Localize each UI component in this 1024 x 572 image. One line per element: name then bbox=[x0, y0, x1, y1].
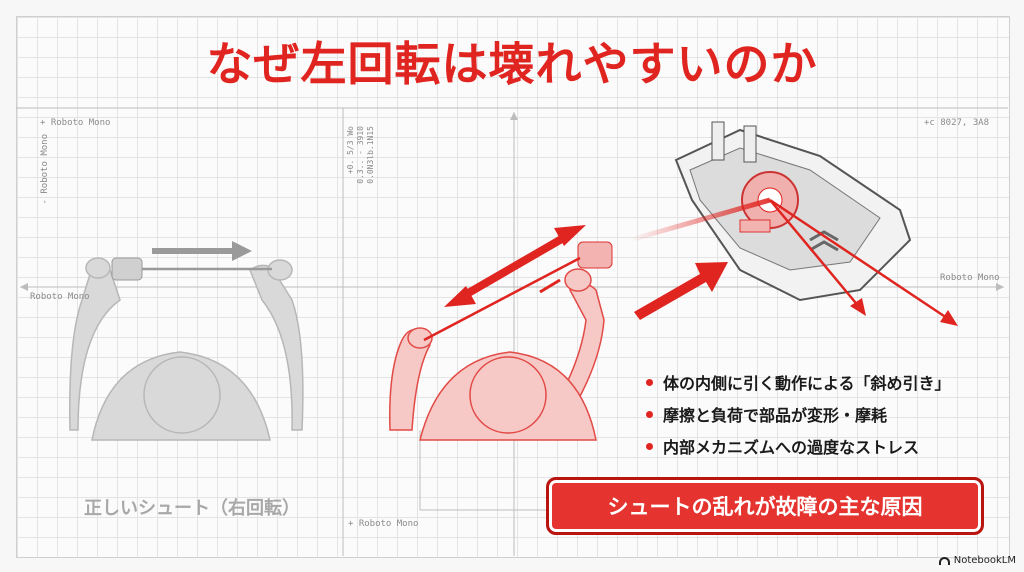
roboto-label-vertical: - Roboto Mono bbox=[40, 134, 50, 205]
diagonal-pull-figure bbox=[389, 268, 605, 441]
branding-label: NotebookLM bbox=[953, 555, 1016, 566]
list-item: 内部メカニズムへの過度なストレス bbox=[646, 430, 951, 462]
bullet-dot-icon bbox=[646, 442, 653, 450]
page-title: なぜ左回転は壊れやすいのか bbox=[206, 37, 818, 91]
branding: NotebookLM bbox=[938, 555, 1016, 566]
cause-list: 体の内側に引く動作による「斜め引き」 摩擦と負荷で部品が変形・摩耗 内部メカニズ… bbox=[646, 366, 951, 462]
roboto-label-bottom: + Roboto Mono bbox=[348, 519, 419, 529]
diagonal-double-arrow bbox=[444, 225, 586, 307]
launcher-red bbox=[423, 241, 613, 342]
list-item: 摩擦と負荷で部品が変形・摩耗 bbox=[646, 398, 951, 430]
roboto-label-top-left: + Roboto Mono bbox=[40, 118, 111, 128]
bullet-dot-icon bbox=[646, 410, 653, 418]
code-label-top-right: +c 8027, 3A8 bbox=[924, 118, 990, 128]
vertical-code-1: +0. 5/3 Wo bbox=[346, 126, 355, 175]
notebooklm-logo-icon bbox=[938, 556, 950, 565]
list-item: 体の内側に引く動作による「斜め引き」 bbox=[646, 366, 951, 398]
conclusion-callout: シュートの乱れが故障の主な原因 bbox=[546, 477, 984, 535]
bullet-dot-icon bbox=[646, 378, 653, 386]
vertical-code-2: 0.3.. - 3910 bbox=[356, 126, 365, 184]
roboto-label-mid-left: Roboto Mono bbox=[30, 292, 90, 302]
correct-shoot-caption: 正しいシュート（右回転） bbox=[84, 498, 300, 519]
correct-shoot-figure bbox=[69, 257, 304, 441]
launcher-grey bbox=[111, 241, 272, 281]
axis-arrowheads bbox=[20, 112, 1004, 291]
roboto-label-mid-right: Roboto Mono bbox=[940, 273, 1000, 283]
big-red-arrow bbox=[634, 262, 728, 320]
vertical-code-3: 0.0N3lb.1N15 bbox=[366, 126, 375, 184]
stress-beams bbox=[629, 197, 958, 326]
